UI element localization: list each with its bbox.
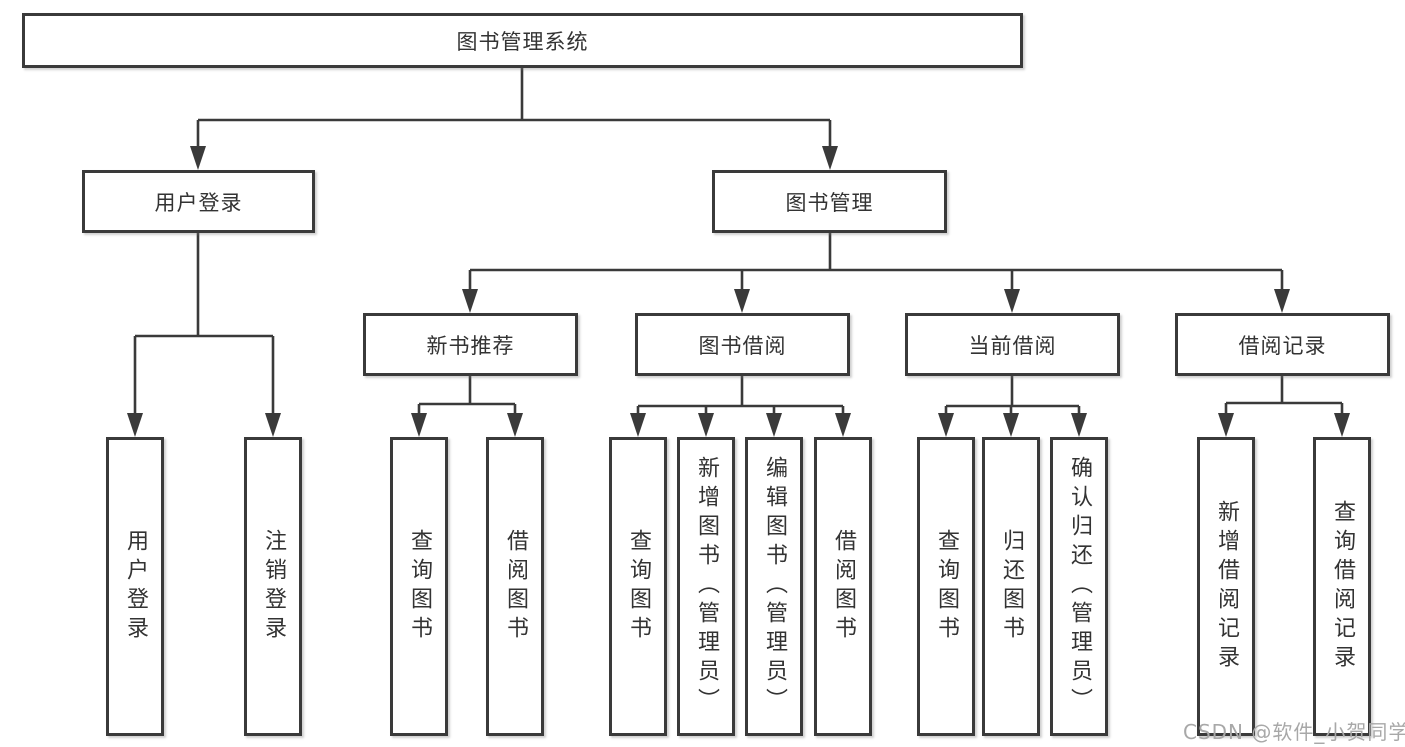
leaf-label: 借阅图书	[831, 528, 856, 645]
leaf-label: 用户登录	[123, 528, 148, 645]
leaf-return-book: 归还图书	[982, 437, 1040, 736]
node-library-management-system: 图书管理系统	[22, 13, 1023, 68]
leaf-label: 查询借阅记录	[1330, 499, 1355, 674]
leaf-borrow-books-recommend: 借阅图书	[486, 437, 544, 736]
leaf-query-books-current: 查询图书	[917, 437, 975, 736]
node-book-management-module: 图书管理	[712, 170, 947, 233]
node-current-borrowing: 当前借阅	[905, 313, 1120, 376]
leaf-label: 归还图书	[999, 528, 1024, 645]
leaf-label: 新增图书（管理员）	[694, 456, 719, 717]
leaf-confirm-return-admin: 确认归还（管理员）	[1050, 437, 1108, 736]
leaf-borrow-books: 借阅图书	[814, 437, 872, 736]
node-new-book-recommend: 新书推荐	[363, 313, 578, 376]
leaf-query-borrow-record: 查询借阅记录	[1313, 437, 1371, 736]
leaf-logout: 注销登录	[244, 437, 302, 736]
leaf-query-books-borrowing: 查询图书	[609, 437, 667, 736]
leaf-query-books-recommend: 查询图书	[390, 437, 448, 736]
csdn-watermark: CSDN @软件_小贺同学	[1183, 720, 1405, 744]
leaf-label: 确认归还（管理员）	[1067, 456, 1092, 717]
leaf-edit-book-admin: 编辑图书（管理员）	[745, 437, 803, 736]
node-borrow-records: 借阅记录	[1175, 313, 1390, 376]
node-user-login-module: 用户登录	[82, 170, 315, 233]
node-book-borrowing: 图书借阅	[635, 313, 850, 376]
leaf-label: 注销登录	[261, 528, 286, 645]
leaf-label: 查询图书	[934, 528, 959, 645]
leaf-label: 借阅图书	[503, 528, 528, 645]
leaf-user-login: 用户登录	[106, 437, 164, 736]
leaf-label: 编辑图书（管理员）	[762, 456, 787, 717]
leaf-label: 查询图书	[407, 528, 432, 645]
leaf-label: 查询图书	[626, 528, 651, 645]
leaf-label: 新增借阅记录	[1214, 499, 1239, 674]
leaf-add-borrow-record: 新增借阅记录	[1197, 437, 1255, 736]
leaf-add-book-admin: 新增图书（管理员）	[677, 437, 735, 736]
